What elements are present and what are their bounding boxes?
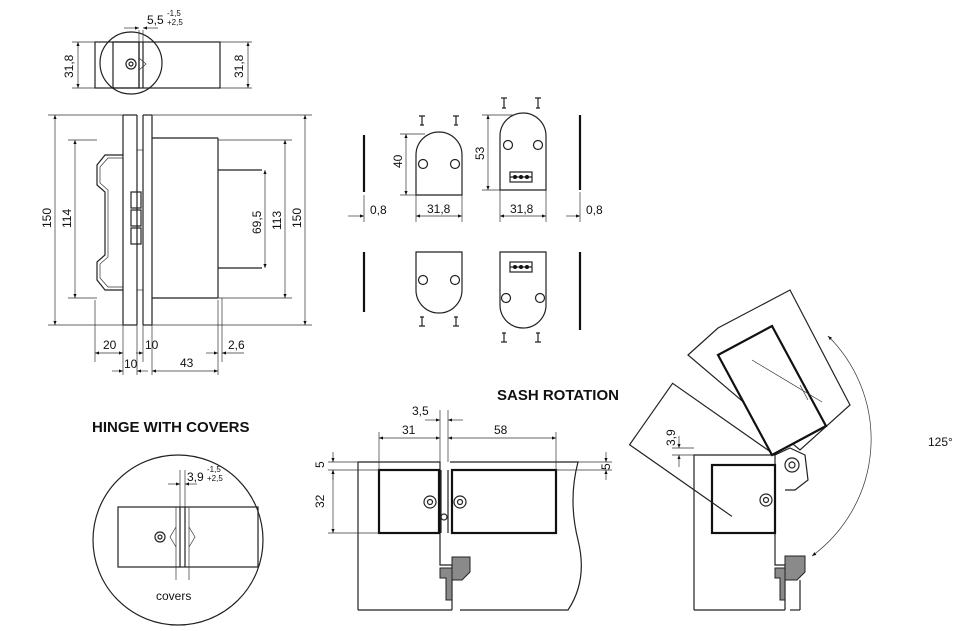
dim-bottom-43: 43: [180, 356, 194, 370]
dim-plate-width-large: 31,8: [510, 202, 534, 216]
dim-plate-width-small: 31,8: [427, 202, 451, 216]
dim-top-right-height: 31,8: [232, 54, 246, 78]
dim-side-inner-right: 69,5: [250, 210, 264, 234]
dim-side-mid-right: 113: [270, 211, 284, 230]
dim-sash-5-left: 5: [313, 461, 327, 468]
dim-top-gap-tol-upper: -1,5: [167, 9, 181, 18]
dim-open-angle: 125°: [928, 435, 953, 449]
dim-plate-height-large: 53: [473, 146, 487, 160]
dim-bottom-10a: 10: [145, 338, 159, 352]
dim-bottom-20: 20: [103, 338, 117, 352]
dim-sash-32: 32: [313, 494, 327, 508]
hinge-with-covers: HINGE WITH COVERS 3,9 -1,5 +2,5 covers: [92, 419, 264, 626]
dim-side-total-left: 150: [40, 208, 54, 228]
dim-offset-left: 0,8: [370, 203, 387, 217]
dim-sash-3-5: 3,5: [412, 404, 429, 418]
dim-sash-31: 31: [402, 423, 416, 437]
heading-sash-rotation: SASH ROTATION: [497, 387, 619, 404]
dim-bottom-10b: 10: [124, 357, 138, 371]
dim-cover-tol-lower: +2,5: [207, 474, 223, 483]
dim-open-3-9: 3,9: [664, 429, 678, 446]
dim-bottom-2-6: 2,6: [228, 338, 245, 352]
dim-top-left-height: 31,8: [62, 54, 76, 78]
dim-cover-gap: 3,9: [187, 470, 204, 484]
dim-top-gap: 5,5: [147, 13, 164, 27]
dim-cover-tol-upper: -1,5: [207, 465, 221, 474]
dim-top-gap-tol-lower: +2,5: [167, 18, 183, 27]
dim-side-inner-left: 114: [60, 209, 74, 228]
heading-hinge-with-covers: HINGE WITH COVERS: [92, 419, 250, 436]
dim-side-total-right: 150: [290, 208, 304, 228]
top-view: 5,5 -1,5 +2,5 31,8 31,8: [62, 9, 252, 95]
dim-sash-5-right: 5: [599, 463, 613, 470]
dim-offset-right: 0,8: [586, 203, 603, 217]
label-covers: covers: [156, 589, 191, 603]
plate-views: 40 53 0,8 31,8 31,8 0,8: [348, 97, 603, 343]
dim-plate-height-small: 40: [391, 154, 405, 168]
sash-rotation-open: 3,9 125°: [628, 289, 953, 611]
dim-sash-58: 58: [494, 423, 508, 437]
sash-rotation-closed: SASH ROTATION 3,5 31 58 5: [313, 387, 619, 611]
side-view: 150 114 69,5 113 150 20 10: [40, 114, 312, 375]
